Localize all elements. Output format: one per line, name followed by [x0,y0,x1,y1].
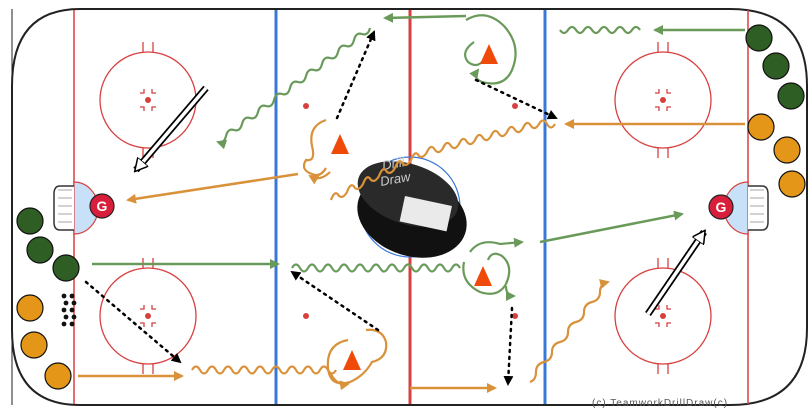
goalie-right-icon: G [709,195,733,219]
goalie-left-icon: G [90,194,114,218]
player-orange-icon [17,295,43,321]
copyright-footer: (c) TeamworkDrillDraw(c) [592,398,807,410]
goalie-right-label: G [716,199,727,215]
player-green-icon [778,83,804,109]
player-orange-icon [748,114,774,140]
player-green-icon [763,53,789,79]
left-net-icon [54,186,74,230]
player-orange-icon [774,137,800,163]
player-green-icon [17,208,43,234]
player-orange-icon [779,171,805,197]
player-green-icon [53,255,79,281]
right-net-icon [748,186,768,230]
player-green-icon [746,25,772,51]
player-orange-icon [21,332,47,358]
player-green-icon [27,237,53,263]
goalie-left-label: G [97,198,108,214]
player-orange-icon [45,363,71,389]
